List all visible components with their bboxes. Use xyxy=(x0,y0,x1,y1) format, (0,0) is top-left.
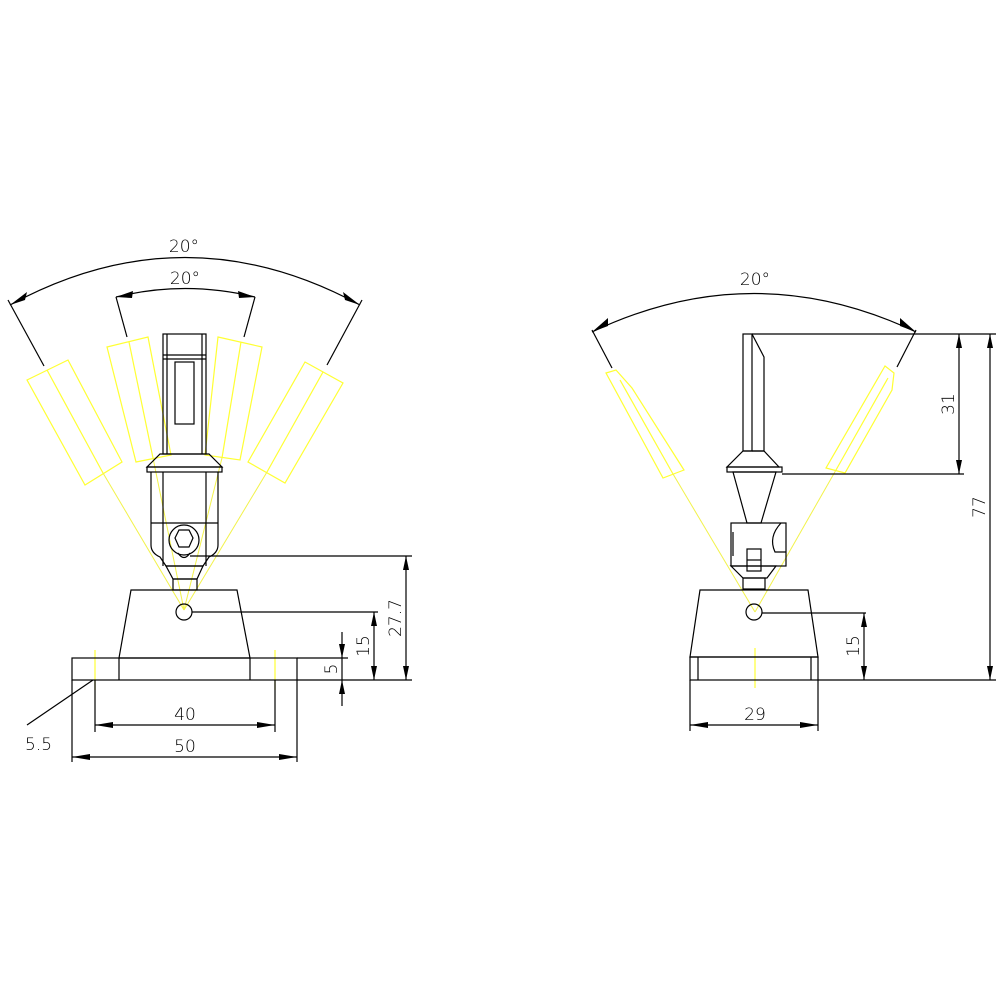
front-view: 20° 20° 27.7 15 5 xyxy=(7,237,412,762)
width-dim-side: 29 xyxy=(689,680,819,731)
dim-pivot-height: 27.7 xyxy=(386,599,406,637)
angle-inner-label: 20° xyxy=(170,269,200,289)
angle-dim-side: 20° xyxy=(591,270,917,369)
dim-base-pivot-height: 15 xyxy=(354,635,374,657)
tilt-positions-side xyxy=(605,365,895,688)
dim-hole-spacing: 40 xyxy=(174,705,196,725)
dim-base-width: 50 xyxy=(174,737,196,757)
height-dims-side: 31 77 15 xyxy=(752,333,996,681)
height-dims-front: 27.7 15 5 xyxy=(190,555,412,706)
angle-dims-front: 20° 20° xyxy=(7,237,363,367)
tilt-positions-front xyxy=(26,336,344,690)
swivel-body-front xyxy=(145,453,224,591)
side-view: 20° 31 77 15 29 xyxy=(591,270,996,731)
angle-outer-label: 20° xyxy=(169,237,199,257)
dim-total-height: 77 xyxy=(970,496,990,518)
lamp-head-side xyxy=(725,333,787,590)
dim-base-thickness: 5 xyxy=(322,664,342,675)
width-dims-front: 40 50 5.5 xyxy=(25,679,298,762)
base-front xyxy=(71,589,298,681)
side-angle-label: 20° xyxy=(740,270,770,290)
dim-hole-diameter: 5.5 xyxy=(25,735,52,755)
dim-side-base-pivot: 15 xyxy=(844,635,864,657)
base-side xyxy=(689,589,819,681)
lamp-head-front xyxy=(162,333,207,455)
dim-head-length: 31 xyxy=(939,393,959,415)
dim-base-depth: 29 xyxy=(744,705,766,725)
